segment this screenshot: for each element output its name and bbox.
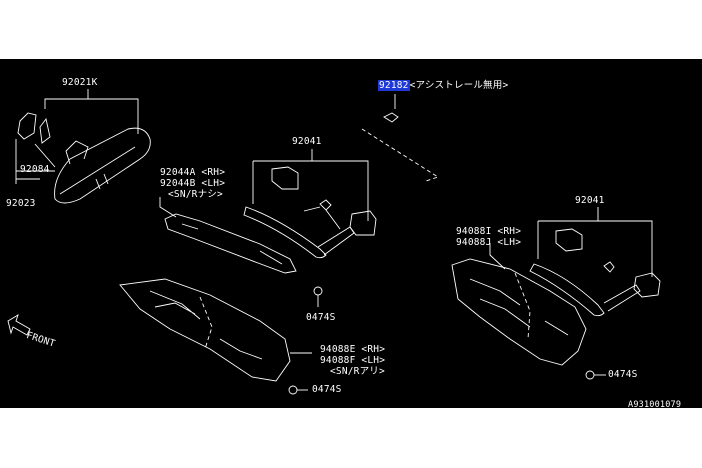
label-rail-left: 92041 (292, 136, 322, 147)
parts-diagram: 92021K 92084 92023 92182<アシストレール無用> 9204… (0, 59, 702, 410)
label-cover-part: 92023 (6, 198, 36, 209)
label-catalog-code: A931001079 (628, 400, 682, 410)
pillar-trim-right-drawing (451, 243, 587, 366)
front-arrow-icon (7, 313, 31, 336)
label-pillar-left-lh: 94088F <LH> (320, 355, 386, 366)
label-pillar-right-lh: 94088J <LH> (456, 237, 522, 248)
screw-drawings (288, 286, 606, 395)
label-screw-2: 0474S (312, 384, 342, 395)
label-pillar-left-note: <SN/Rアリ> (330, 366, 385, 377)
assist-rail-left-drawing (243, 149, 377, 259)
label-clip2: 92182<アシストレール無用> (378, 80, 509, 91)
clip-92182-drawing (361, 94, 440, 182)
label-pillar-left-rh: 94088E <RH> (320, 344, 386, 355)
rearview-mirror-drawing (44, 89, 151, 204)
label-trim-note: <SN/Rナシ> (168, 189, 223, 200)
label-screw-1: 0474S (306, 312, 336, 323)
label-pillar-right-rh: 94088I <RH> (456, 226, 522, 237)
label-trim-lh: 92044B <LH> (160, 178, 226, 189)
pillar-trim-upper-drawing (159, 197, 297, 274)
assist-rail-right-drawing (529, 207, 661, 317)
label-trim-rh: 92044A <RH> (160, 167, 226, 178)
label-mirror-part: 92021K (62, 77, 98, 88)
label-screw-3: 0474S (608, 369, 638, 380)
label-clip2-part: 92182 (378, 80, 410, 91)
label-clip-part: 92084 (20, 164, 50, 175)
label-rail-right: 92041 (575, 195, 605, 206)
diagram-artwork (7, 89, 661, 395)
label-clip2-note: <アシストレール無用> (409, 80, 509, 91)
pillar-trim-lower-left-drawing (119, 278, 312, 382)
mirror-cover-drawing (15, 112, 56, 184)
